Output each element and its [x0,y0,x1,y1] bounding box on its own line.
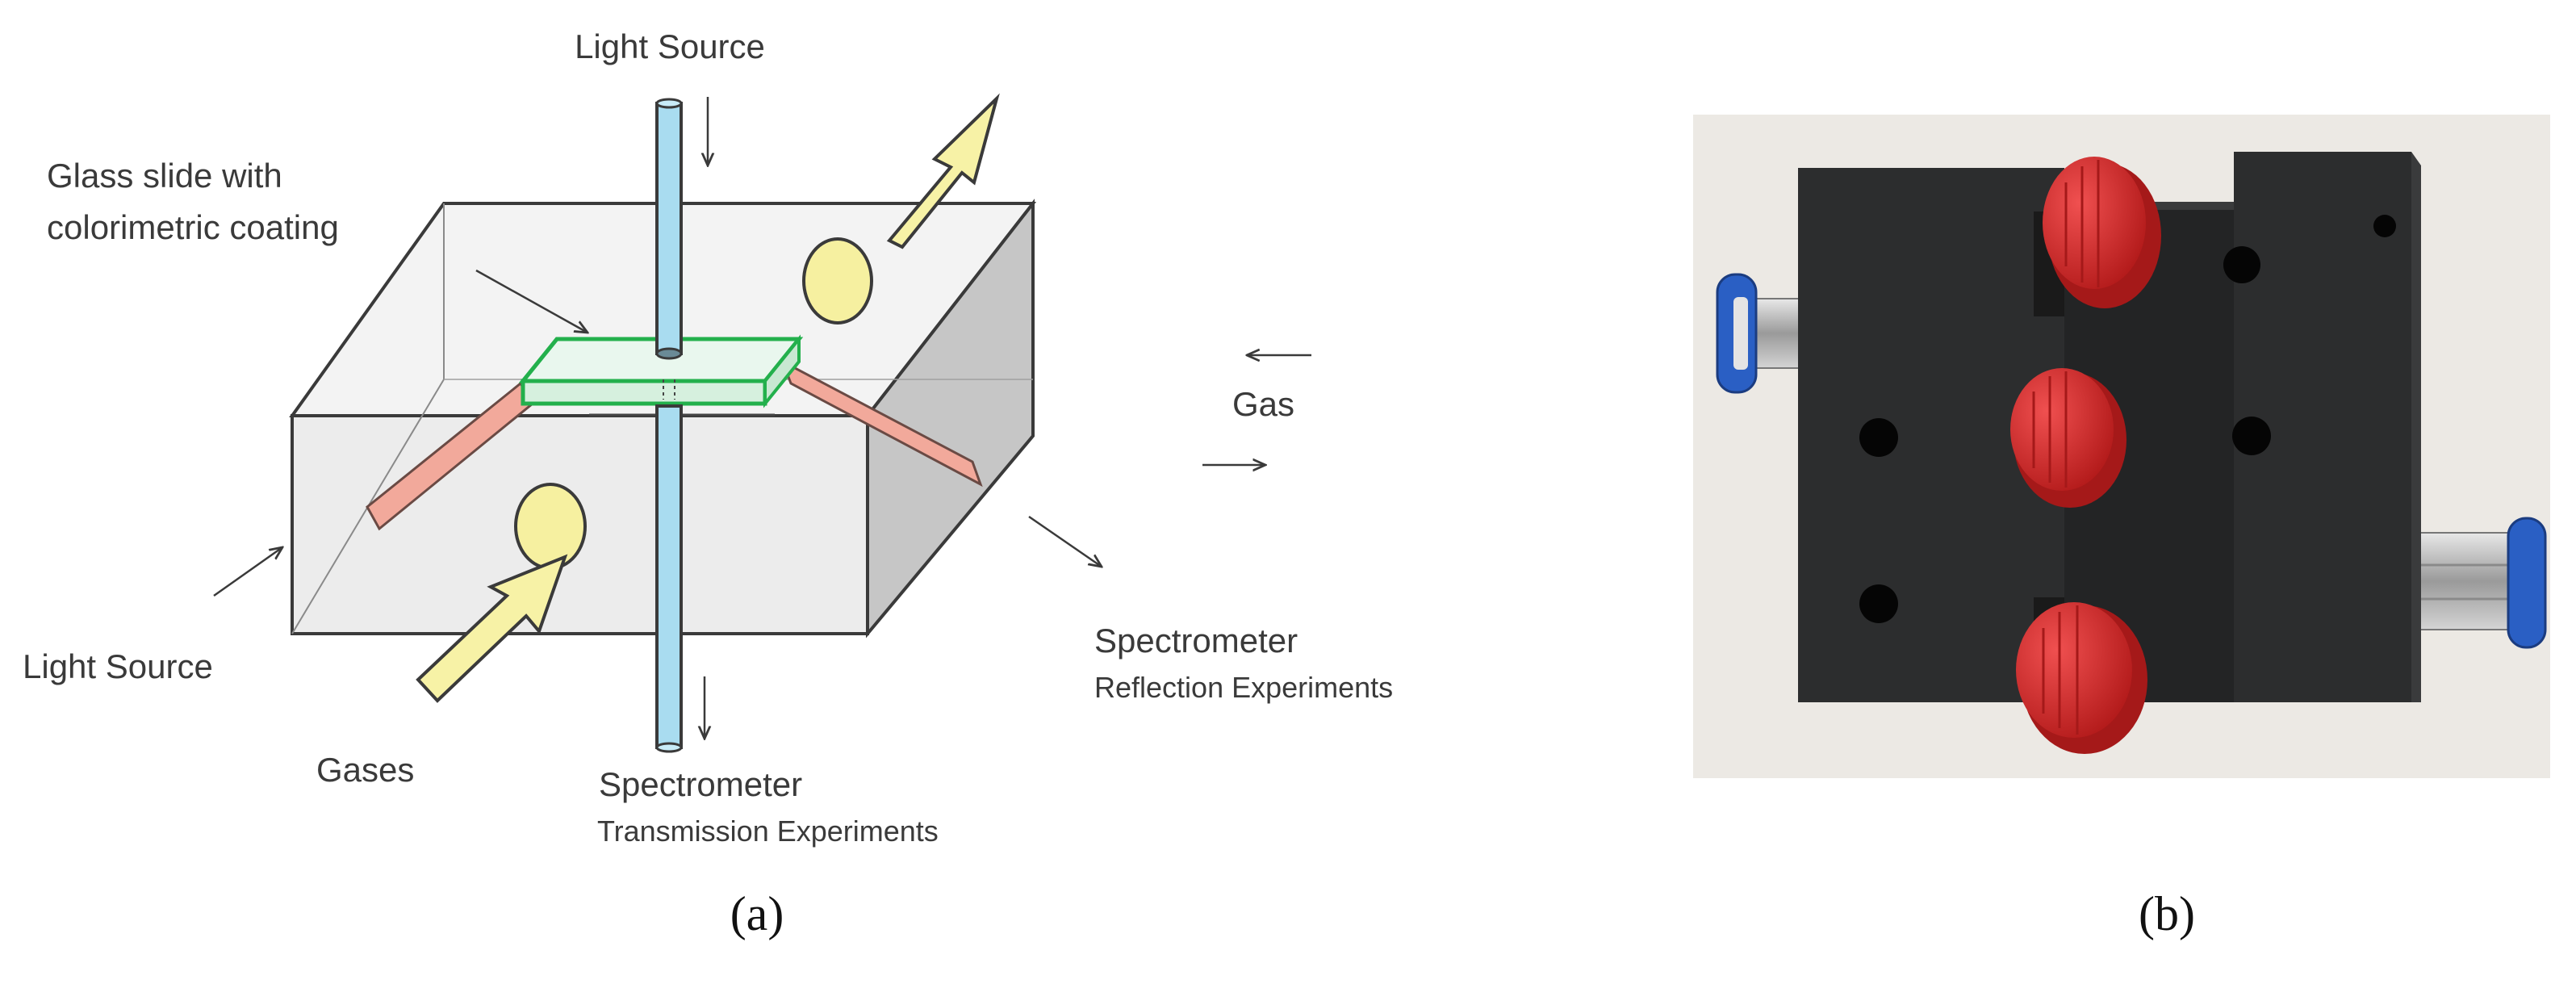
gas-port-outlet [802,237,873,325]
label-spectrometer-reflection: Spectrometer [1094,622,1298,659]
hole-left-bottom [1859,584,1898,623]
right-fitting-ring [2507,517,2547,649]
left-push-fitting [1716,273,1813,394]
label-spectrometer-transmission: Spectrometer [599,765,802,803]
hole-edge [2373,215,2396,237]
panel-b-photo: (b) [1693,115,2550,940]
glass-slide-side [763,334,801,408]
transmission-fiber [655,98,683,753]
label-gas: Gas [1232,385,1294,423]
fiber-upper [655,102,683,355]
panel-a-diagram: Light Source Glass slide with colorimetr… [23,27,1393,940]
left-fitting-bore [1733,297,1748,370]
hole-right-top [2223,246,2260,283]
light-source-left-arrow [213,547,282,597]
label-glass-slide-line2: colorimetric coating [47,208,339,246]
fiber-upper-tip [655,347,683,360]
hole-right-mid [2232,417,2271,455]
fiber-lower-end [655,742,683,753]
label-light-source-top: Light Source [575,27,765,65]
fiber-upper-end [655,98,683,109]
gas-port-inlet [514,483,587,570]
label-glass-slide-line1: Glass slide with [47,157,282,195]
glass-slide-front [521,379,767,406]
gas-inlet-arrow [416,554,568,703]
glass-slide [518,334,804,417]
label-light-source-left: Light Source [23,647,213,685]
mounting-holes [1859,215,2396,623]
panel-a-caption: (a) [730,887,784,940]
spectrometer-reflection-arrow [1028,515,1102,567]
red-cap-middle [2010,368,2126,508]
panel-b-caption: (b) [2139,887,2195,940]
fiber-lower [655,404,683,749]
gas-outlet-arrow [886,93,1000,249]
hole-left-mid [1859,418,1898,457]
red-cap-top [2043,157,2161,308]
glass-slide-leader [475,269,588,333]
label-gases: Gases [316,751,414,789]
label-reflection-experiments: Reflection Experiments [1094,671,1393,704]
red-cap-bottom [2016,602,2147,754]
label-transmission-experiments: Transmission Experiments [597,814,939,848]
